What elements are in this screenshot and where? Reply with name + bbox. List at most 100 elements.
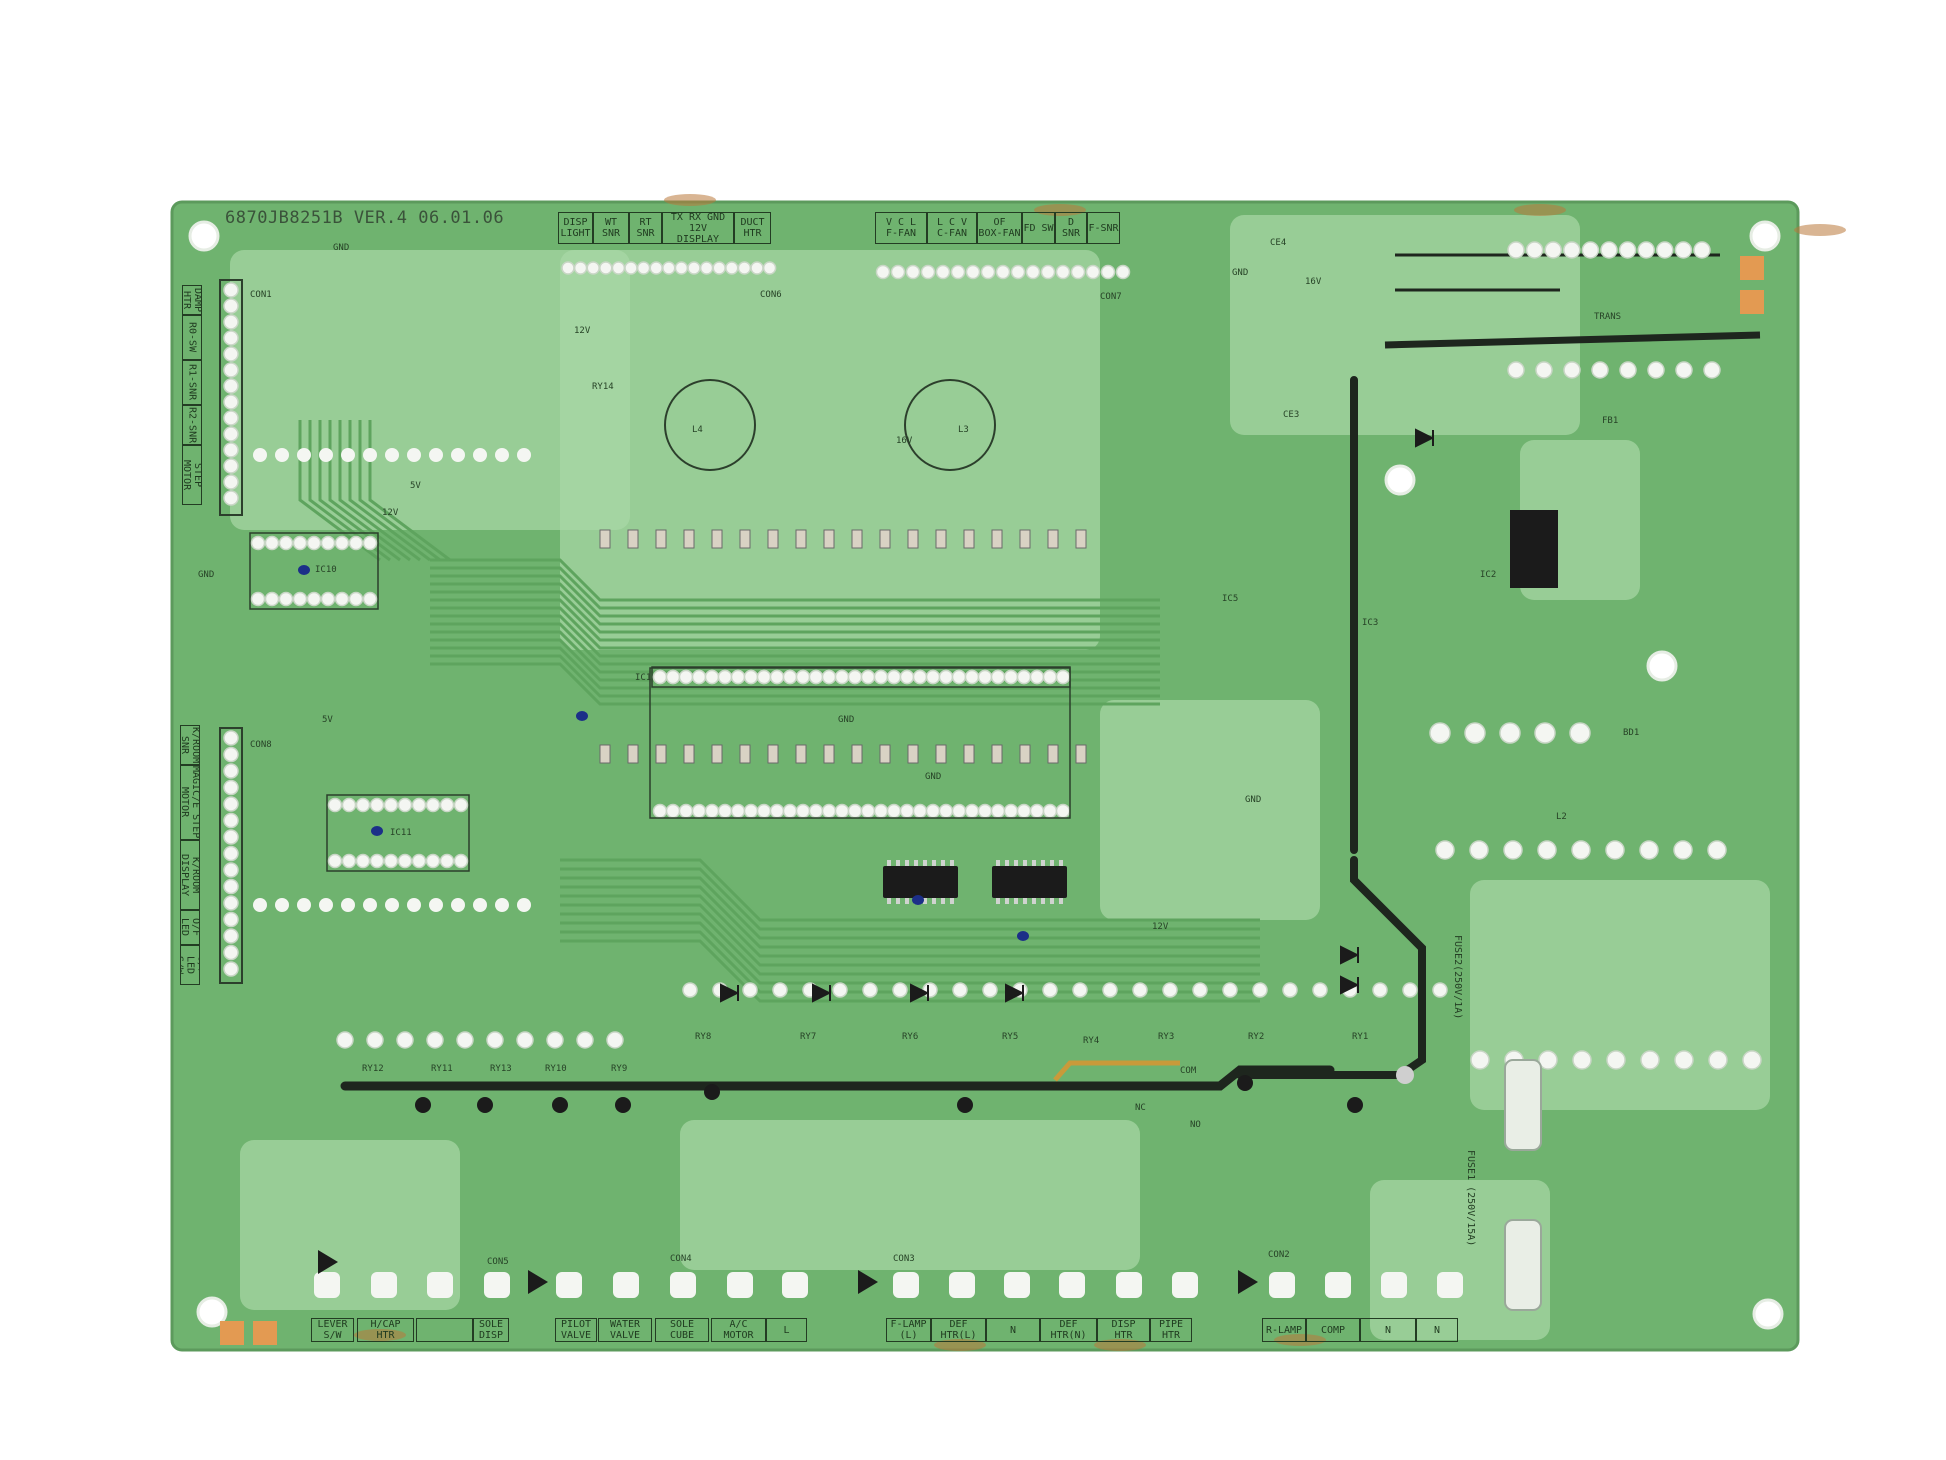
- diode: [1005, 983, 1025, 1003]
- connector-pin: [611, 261, 626, 275]
- connector-label-bottom: HTR: [376, 1330, 395, 1341]
- connector-label-bottom: CUBE: [669, 1330, 695, 1341]
- ic-label: IC11: [390, 828, 412, 838]
- connector-pin: [965, 264, 981, 280]
- bottom-connector-pin: [727, 1272, 753, 1298]
- voltage-label: 12V: [1152, 922, 1169, 932]
- gnd-label: GND: [198, 570, 215, 580]
- mounting-hole: [1749, 220, 1781, 252]
- ic-label: IC3: [1362, 618, 1379, 628]
- signal-trace: [430, 590, 1160, 634]
- smd-resistor: [935, 744, 947, 764]
- bottom-connector-pin: [484, 1272, 510, 1298]
- connector-label-bottom: FD SW: [1023, 222, 1054, 234]
- connector-label-top: WATER: [609, 1319, 641, 1330]
- power-pad: [1537, 840, 1557, 860]
- ic1-pin: [1003, 803, 1019, 819]
- ic1-pin: [782, 803, 798, 819]
- relay-label: RY7: [800, 1032, 817, 1042]
- ic1-top-pin: [873, 669, 889, 685]
- ic1-pin: [847, 803, 863, 819]
- through-hole-pad: [341, 448, 355, 462]
- chip-lead: [1059, 898, 1063, 904]
- ic11-pin: [425, 797, 441, 813]
- connector-housing: [219, 727, 243, 984]
- relay-pin: [1162, 982, 1178, 998]
- ic1-top-pin: [964, 669, 980, 685]
- chip-lead: [1041, 860, 1045, 866]
- smd-resistor: [1019, 744, 1031, 764]
- connector-pin: [223, 330, 239, 346]
- smd-resistor: [683, 529, 695, 549]
- signal-trace: [430, 646, 1160, 690]
- diode: [812, 983, 832, 1003]
- connector-label-top: DEF: [1059, 1319, 1078, 1330]
- signal-trace: [430, 558, 1160, 602]
- mounting-hole: [1752, 1298, 1784, 1330]
- relay-pin: [336, 1031, 354, 1049]
- ic10-pin: [320, 591, 336, 607]
- ic1-top-pin: [977, 669, 993, 685]
- top-connector-label: D SNR: [1055, 212, 1087, 244]
- ic1-top-pin: [899, 669, 915, 685]
- relay-label: RY13: [490, 1064, 512, 1074]
- relay-solder-mark: [1237, 1075, 1253, 1091]
- ic11: [326, 794, 470, 872]
- connector-label: CON1: [250, 290, 272, 300]
- ic1-top-pin: [834, 669, 850, 685]
- inductor-label: L2: [1556, 812, 1567, 822]
- ic1-top-pin: [730, 669, 746, 685]
- smd-resistor: [655, 744, 667, 764]
- connector-label-bottom: L: [783, 1324, 790, 1336]
- rust-stain: [354, 1329, 406, 1341]
- connector-pin: [223, 298, 239, 314]
- bridge-pin: [1569, 722, 1591, 744]
- side-connector-label: MAGIC/E STEP MOTOR: [180, 765, 200, 840]
- transformer-pin: [1693, 241, 1711, 259]
- connector-label-bottom: HTR: [1161, 1330, 1181, 1341]
- power-pad: [1639, 840, 1659, 860]
- ic1-pin: [1029, 803, 1045, 819]
- soic-chip: [992, 866, 1067, 898]
- through-hole-pad: [363, 898, 377, 912]
- light-copper-zone: [240, 1140, 460, 1310]
- ic1-top-pin: [756, 669, 772, 685]
- relay-label: RY8: [695, 1032, 712, 1042]
- ic1-pin: [704, 803, 720, 819]
- chip-lead: [950, 898, 954, 904]
- connector-label-bottom: DISP: [478, 1330, 504, 1341]
- connector-label-top: LEVER: [317, 1319, 348, 1330]
- ic1-top-pin: [1016, 669, 1032, 685]
- connector-label: CON7: [1100, 292, 1122, 302]
- bottom-connector-pin: [1004, 1272, 1030, 1298]
- connector-label-top: DUCT: [740, 217, 765, 228]
- fuse-holder: [1504, 1059, 1542, 1151]
- ic1-top-pin: [821, 669, 837, 685]
- ic1-top-pin: [743, 669, 759, 685]
- connector-label-bottom: MOTOR: [723, 1330, 754, 1341]
- chip-lead: [941, 860, 945, 866]
- through-hole-pad: [319, 898, 333, 912]
- ic10-pin: [264, 535, 280, 551]
- ic-label: IC2: [1480, 570, 1497, 580]
- chip-lead: [996, 860, 1000, 866]
- relay-label: RY14: [592, 382, 614, 392]
- connector-pin: [875, 264, 891, 280]
- connector-pin: [223, 730, 239, 746]
- transformer-pin: [1647, 361, 1665, 379]
- connector-housing: [219, 279, 243, 516]
- relay-pin: [426, 1031, 444, 1049]
- connector-pin: [223, 928, 239, 944]
- through-hole-pad: [341, 898, 355, 912]
- rust-stain: [1034, 204, 1086, 216]
- smd-resistor: [683, 744, 695, 764]
- connector-pin: [223, 394, 239, 410]
- bottom-connector-label: L: [766, 1318, 807, 1342]
- connector-label-bottom: N: [1433, 1324, 1441, 1336]
- fuse-holder: [1504, 1219, 1542, 1311]
- through-hole-pad: [407, 448, 421, 462]
- smd-resistor: [823, 744, 835, 764]
- ic1-pin: [873, 803, 889, 819]
